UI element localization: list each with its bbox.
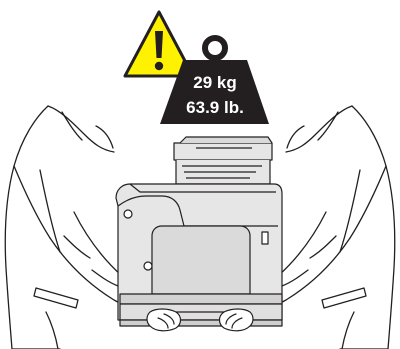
weight-kg-label: 29 kg — [193, 73, 236, 92]
printer — [116, 137, 282, 326]
right-hand — [220, 309, 254, 331]
weight-lb-label: 63.9 lb. — [186, 98, 244, 117]
left-hand — [147, 309, 181, 331]
